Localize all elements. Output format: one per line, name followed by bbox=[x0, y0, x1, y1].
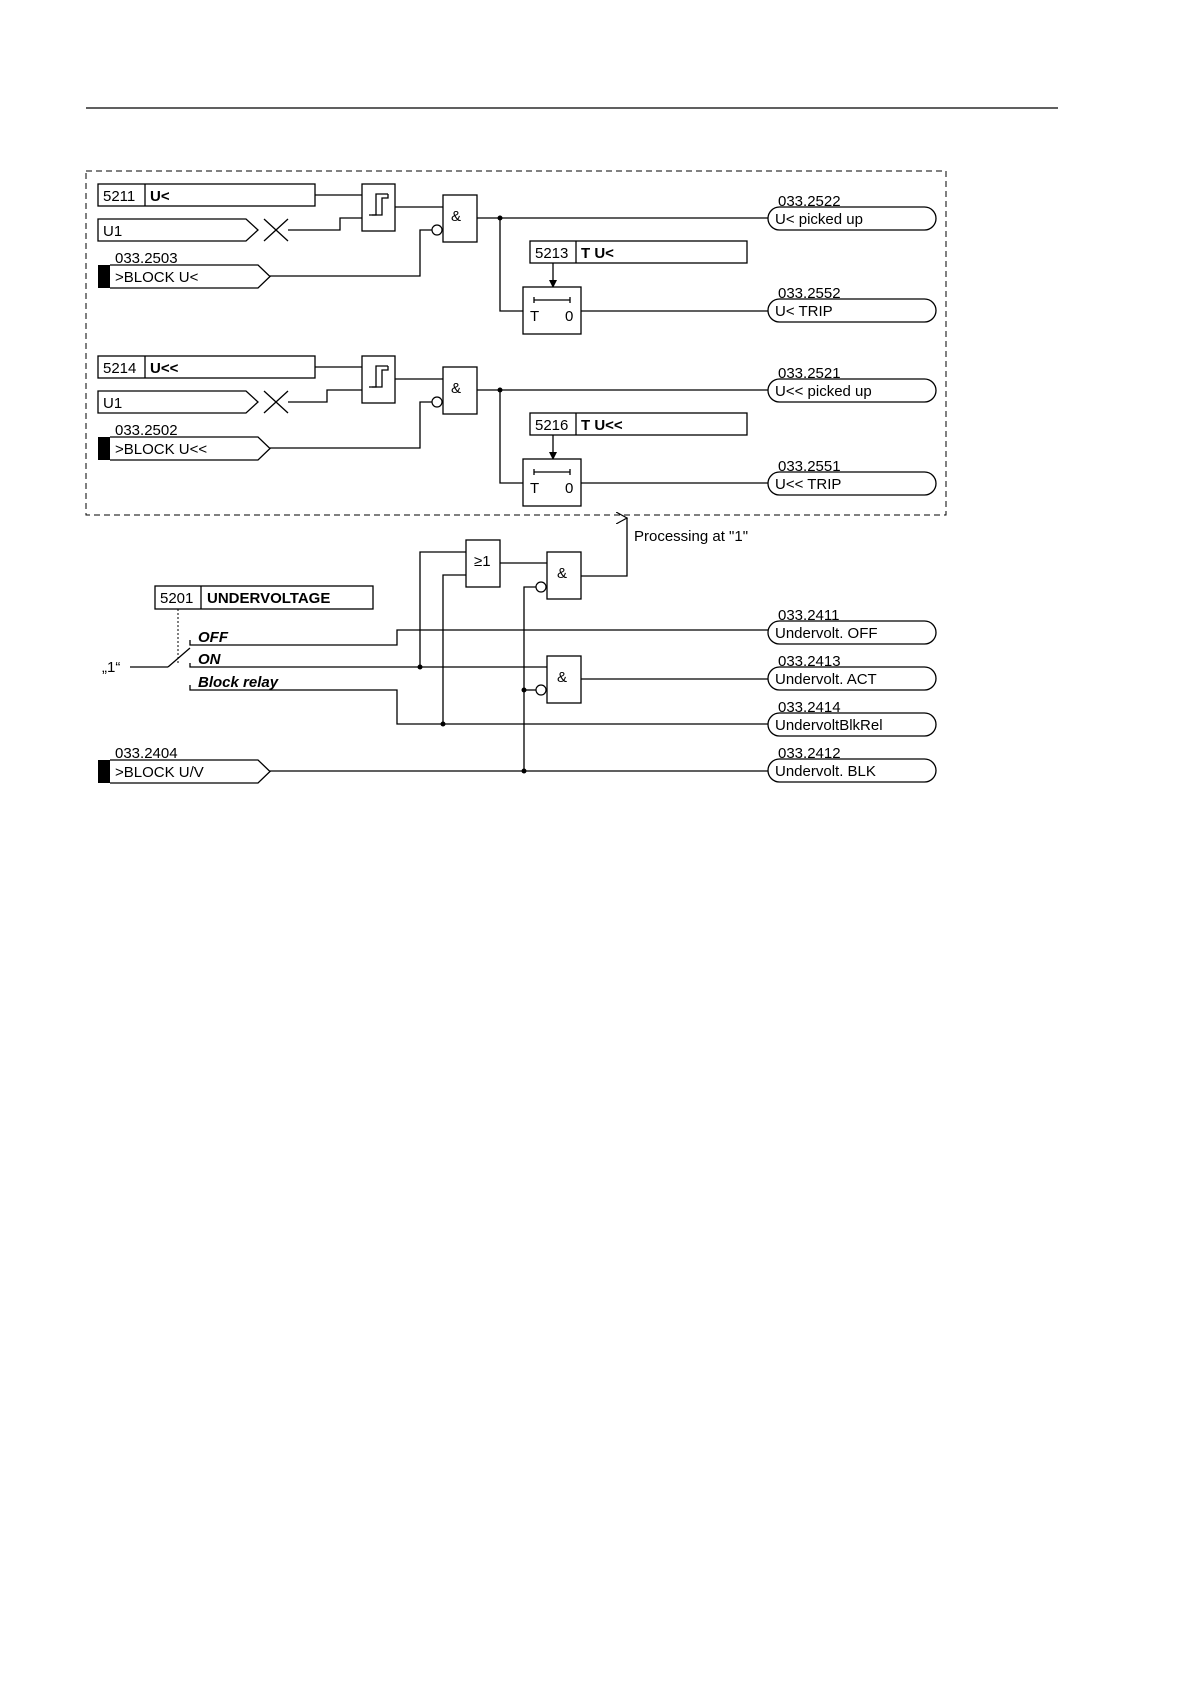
input-u1-arrow bbox=[97, 390, 259, 414]
comparator-block bbox=[361, 355, 396, 404]
output-label: Undervolt. BLK bbox=[775, 763, 876, 780]
input-u1-label: U1 bbox=[103, 223, 122, 240]
source-one-label: „1“ bbox=[102, 659, 120, 676]
timer-u-lt-t: T bbox=[530, 308, 539, 325]
control-section: Processing at "1" ≥1 & & 5201 UNDERVOLTA… bbox=[98, 518, 768, 784]
param-5213-number: 5213 bbox=[535, 245, 568, 262]
output-list: 033.2522 U< picked up 033.2552 U< TRIP 0… bbox=[767, 193, 937, 783]
input-u1-arrow bbox=[97, 218, 259, 242]
output-label: UndervoltBlkRel bbox=[775, 717, 883, 734]
input-u1-label: U1 bbox=[103, 395, 122, 412]
param-5216: 5216 T U<< bbox=[529, 412, 748, 436]
param-5211-name: U< bbox=[150, 188, 170, 205]
and-gate-processing bbox=[546, 551, 582, 600]
param-5201-number: 5201 bbox=[160, 590, 193, 607]
output-signal: 033.2552 U< TRIP bbox=[767, 285, 937, 323]
or-gate bbox=[465, 539, 501, 588]
output-signal: 033.2413 Undervolt. ACT bbox=[767, 653, 937, 691]
output-code: 033.2551 bbox=[778, 458, 841, 475]
output-signal: 033.2414 UndervoltBlkRel bbox=[767, 699, 937, 737]
param-5214-number: 5214 bbox=[103, 360, 136, 377]
output-label: Undervolt. OFF bbox=[775, 625, 878, 642]
param-5214: 5214 U<< bbox=[97, 355, 316, 379]
timer-u-llt-0: 0 bbox=[565, 480, 573, 497]
rail-on bbox=[189, 663, 547, 668]
output-label: U< TRIP bbox=[775, 303, 833, 320]
param-5214-name: U<< bbox=[150, 360, 179, 377]
output-code: 033.2411 bbox=[778, 607, 839, 624]
output-label: Undervolt. ACT bbox=[775, 671, 877, 688]
output-signal: 033.2522 U< picked up bbox=[767, 193, 937, 231]
timer-u-llt-t: T bbox=[530, 480, 539, 497]
input-block-u-llt-code: 033.2502 bbox=[115, 422, 178, 439]
output-code: 033.2522 bbox=[778, 193, 841, 210]
output-signal: 033.2412 Undervolt. BLK bbox=[767, 745, 937, 783]
switch-off-label: OFF bbox=[198, 629, 229, 646]
and-gate-u-llt-symbol: & bbox=[451, 380, 461, 397]
param-5216-number: 5216 bbox=[535, 417, 568, 434]
output-code: 033.2412 bbox=[778, 745, 841, 762]
output-code: 033.2552 bbox=[778, 285, 841, 302]
timer-u-lt bbox=[522, 286, 582, 335]
and-gate-u-llt bbox=[442, 366, 478, 415]
param-5213-name: T U< bbox=[581, 245, 614, 262]
function-boundary bbox=[85, 170, 947, 516]
output-label: U<< picked up bbox=[775, 383, 872, 400]
rail-block bbox=[189, 685, 768, 725]
output-label: U< picked up bbox=[775, 211, 863, 228]
binary-input-marker bbox=[98, 437, 110, 460]
input-block-uv-label: >BLOCK U/V bbox=[115, 764, 204, 781]
and-gate-processing-symbol: & bbox=[557, 565, 567, 582]
rail-off bbox=[189, 629, 768, 646]
output-label: U<< TRIP bbox=[775, 476, 841, 493]
output-signal: 033.2411 Undervolt. OFF bbox=[767, 607, 937, 645]
param-5201-name: UNDERVOLTAGE bbox=[207, 590, 330, 607]
input-block-u-llt-label: >BLOCK U<< bbox=[115, 441, 207, 458]
param-5213: 5213 T U< bbox=[529, 240, 748, 264]
processing-label: Processing at "1" bbox=[634, 528, 748, 545]
comparator-block bbox=[361, 183, 396, 232]
and-gate-active-symbol: & bbox=[557, 669, 567, 686]
binary-input-marker bbox=[98, 760, 110, 783]
or-gate-symbol: ≥1 bbox=[474, 553, 491, 570]
and-gate-u-lt-symbol: & bbox=[451, 208, 461, 225]
input-block-uv-code: 033.2404 bbox=[115, 745, 178, 762]
output-code: 033.2414 bbox=[778, 699, 841, 716]
output-code: 033.2521 bbox=[778, 365, 841, 382]
stage-u-llt: 5214 U<< U1 033.2502 >BLOCK U<< & 5216 T… bbox=[97, 355, 768, 507]
timer-u-llt bbox=[522, 458, 582, 507]
output-signal: 033.2551 U<< TRIP bbox=[767, 458, 937, 496]
switch-block-label: Block relay bbox=[198, 674, 279, 691]
output-signal: 033.2521 U<< picked up bbox=[767, 365, 937, 403]
param-5216-name: T U<< bbox=[581, 417, 623, 434]
binary-input-marker bbox=[98, 265, 110, 288]
param-5211: 5211 U< bbox=[97, 183, 316, 207]
stage-u-lt: 5211 U< U1 033.2503 >BLOCK U< & bbox=[97, 183, 768, 335]
input-block-u-lt-label: >BLOCK U< bbox=[115, 269, 199, 286]
mode-switch bbox=[167, 647, 191, 668]
input-block-u-lt-code: 033.2503 bbox=[115, 250, 178, 267]
switch-on-label: ON bbox=[198, 651, 222, 668]
timer-u-lt-0: 0 bbox=[565, 308, 573, 325]
output-code: 033.2413 bbox=[778, 653, 841, 670]
param-5201: 5201 UNDERVOLTAGE bbox=[154, 585, 374, 610]
param-5211-number: 5211 bbox=[103, 188, 135, 205]
